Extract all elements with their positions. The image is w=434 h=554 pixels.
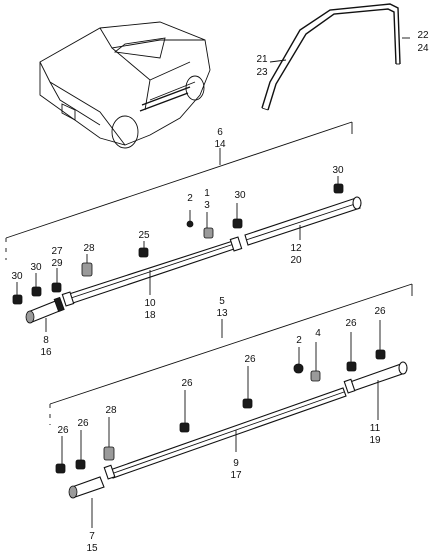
lower-rear-molding <box>343 361 408 394</box>
callout-18: 18 <box>144 310 156 321</box>
callout-30-left-a: 30 <box>30 262 42 273</box>
callout-3: 3 <box>204 200 210 211</box>
callout-9: 9 <box>233 458 239 469</box>
callout-19: 19 <box>369 435 381 446</box>
lower-clips <box>55 349 386 474</box>
callout-28-upper: 28 <box>83 243 95 254</box>
callout-11: 11 <box>370 423 381 434</box>
upper-rear-molding <box>244 196 362 246</box>
upper-group-bracket <box>5 121 353 260</box>
callout-30-mid-upper: 30 <box>234 190 246 201</box>
callout-25: 25 <box>138 230 150 241</box>
upper-front-molding <box>61 236 243 307</box>
callout-1: 1 <box>204 188 210 199</box>
callout-4: 4 <box>315 328 321 339</box>
upper-end-cap <box>25 296 65 324</box>
callout-6: 6 <box>217 127 223 138</box>
callout-14: 14 <box>214 139 226 150</box>
callout-7: 7 <box>89 531 95 542</box>
lower-leaders <box>61 320 381 528</box>
callout-27: 27 <box>51 246 63 257</box>
car-illustration <box>39 21 211 149</box>
callout-26-rear-b: 26 <box>345 318 357 329</box>
callout-16: 16 <box>40 347 52 358</box>
callout-8: 8 <box>43 335 49 346</box>
callout-28-lower: 28 <box>105 405 117 416</box>
callout-15: 15 <box>86 543 98 554</box>
callout-30-rear-upper: 30 <box>332 165 344 176</box>
callout-24: 24 <box>417 43 429 54</box>
callout-5: 5 <box>219 296 225 307</box>
callout-26-mid: 26 <box>244 354 256 365</box>
callout-30-left-b: 30 <box>11 271 23 282</box>
callout-2-lower: 2 <box>296 335 302 346</box>
callout-23: 23 <box>256 67 268 78</box>
callout-26-left-a: 26 <box>77 418 89 429</box>
lower-group-bracket <box>49 283 413 425</box>
upper-leaders <box>16 176 339 332</box>
callout-2-upper: 2 <box>187 193 193 204</box>
callout-20: 20 <box>290 255 302 266</box>
upper-clips <box>12 183 344 305</box>
callout-22: 22 <box>417 30 429 41</box>
callout-26-rear-a: 26 <box>374 306 386 317</box>
callout-17: 17 <box>230 470 242 481</box>
callout-12: 12 <box>290 243 302 254</box>
callout-29: 29 <box>51 258 63 269</box>
callout-10: 10 <box>144 298 156 309</box>
lower-front-molding <box>103 387 347 480</box>
callout-21: 21 <box>256 54 268 65</box>
callout-13: 13 <box>216 308 228 319</box>
callout-26-center: 26 <box>181 378 193 389</box>
callout-26-left-b: 26 <box>57 425 69 436</box>
lower-end-cap <box>68 476 105 499</box>
window-molding <box>261 3 401 111</box>
